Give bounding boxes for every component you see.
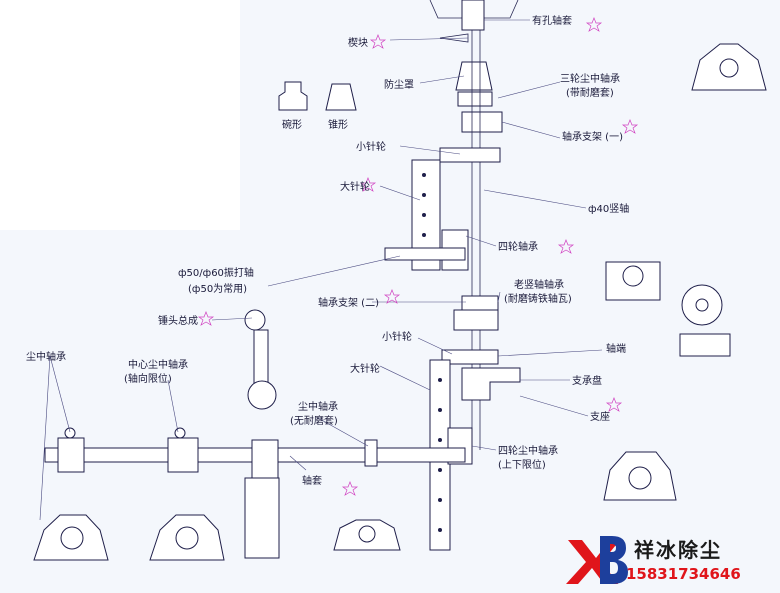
- label-old-vertical-bearing-note: (耐磨铸铁轴瓦): [504, 292, 572, 305]
- part-labels: 有孔轴套 楔块 防尘罩 碗形 锥形 三轮尘中轴承 (带耐磨套) 轴承支架 (一)…: [26, 14, 629, 487]
- label-support-seat: 支座: [590, 410, 610, 423]
- label-four-wheel-bearing: 四轮轴承: [498, 240, 538, 253]
- label-four-wheel-dust-bearing-note: (上下限位): [498, 458, 546, 471]
- star-marks: [197, 17, 639, 496]
- label-old-vertical-bearing: 老竖轴轴承: [514, 278, 564, 291]
- label-dust-cover: 防尘罩: [384, 78, 414, 91]
- label-shaft-end: 轴端: [606, 342, 626, 355]
- label-wedge: 楔块: [348, 37, 368, 49]
- company-name: 祥冰除尘: [634, 538, 722, 562]
- brand-watermark: 祥冰除尘 15831734646: [566, 536, 741, 584]
- label-bearing-bracket-2: 轴承支架 (二): [318, 296, 379, 309]
- label-vibration-shaft-note: (ф50为常用): [188, 282, 247, 295]
- label-dust-bearing-no-sleeve: 尘中轴承: [298, 400, 338, 413]
- label-large-pin-wheel-top: 大针轮: [340, 180, 370, 193]
- label-four-wheel-dust-bearing: 四轮尘中轴承: [498, 444, 558, 457]
- horizontal-shaft-assembly: [44, 309, 466, 559]
- label-vibration-shaft: ф50/ф60振打轴: [178, 266, 254, 279]
- label-sleeve-with-hole: 有孔轴套: [532, 14, 572, 27]
- label-dust-bearing-no-sleeve-note: (无耐磨套): [290, 414, 338, 427]
- label-center-dust-bearing: 中心尘中轴承: [128, 358, 188, 371]
- label-support-plate: 支承盘: [572, 374, 602, 387]
- label-dust-bearing-left: 尘中轴承: [26, 350, 66, 363]
- bearing-drawings: [33, 43, 767, 561]
- label-hammer-assembly: 锤头总成: [158, 314, 198, 327]
- label-vertical-shaft-40: ф40竖轴: [588, 202, 629, 215]
- cover-shape-icons: [278, 81, 357, 111]
- label-three-wheel-bearing: 三轮尘中轴承: [560, 72, 620, 85]
- label-center-dust-bearing-note: (轴向限位): [124, 372, 172, 385]
- label-small-pin-wheel-top: 小针轮: [356, 140, 386, 153]
- label-large-pin-wheel-mid: 大针轮: [350, 362, 380, 375]
- label-sleeve: 轴套: [302, 474, 322, 487]
- label-cone-shape: 锥形: [328, 119, 348, 131]
- company-phone: 15831734646: [626, 565, 741, 583]
- label-bearing-bracket-1: 轴承支架 (一): [562, 130, 623, 143]
- label-small-pin-wheel-mid: 小针轮: [382, 330, 412, 343]
- label-bowl-shape: 碗形: [282, 118, 302, 131]
- label-three-wheel-bearing-note: (带耐磨套): [566, 86, 614, 99]
- xb-logo: [566, 536, 628, 584]
